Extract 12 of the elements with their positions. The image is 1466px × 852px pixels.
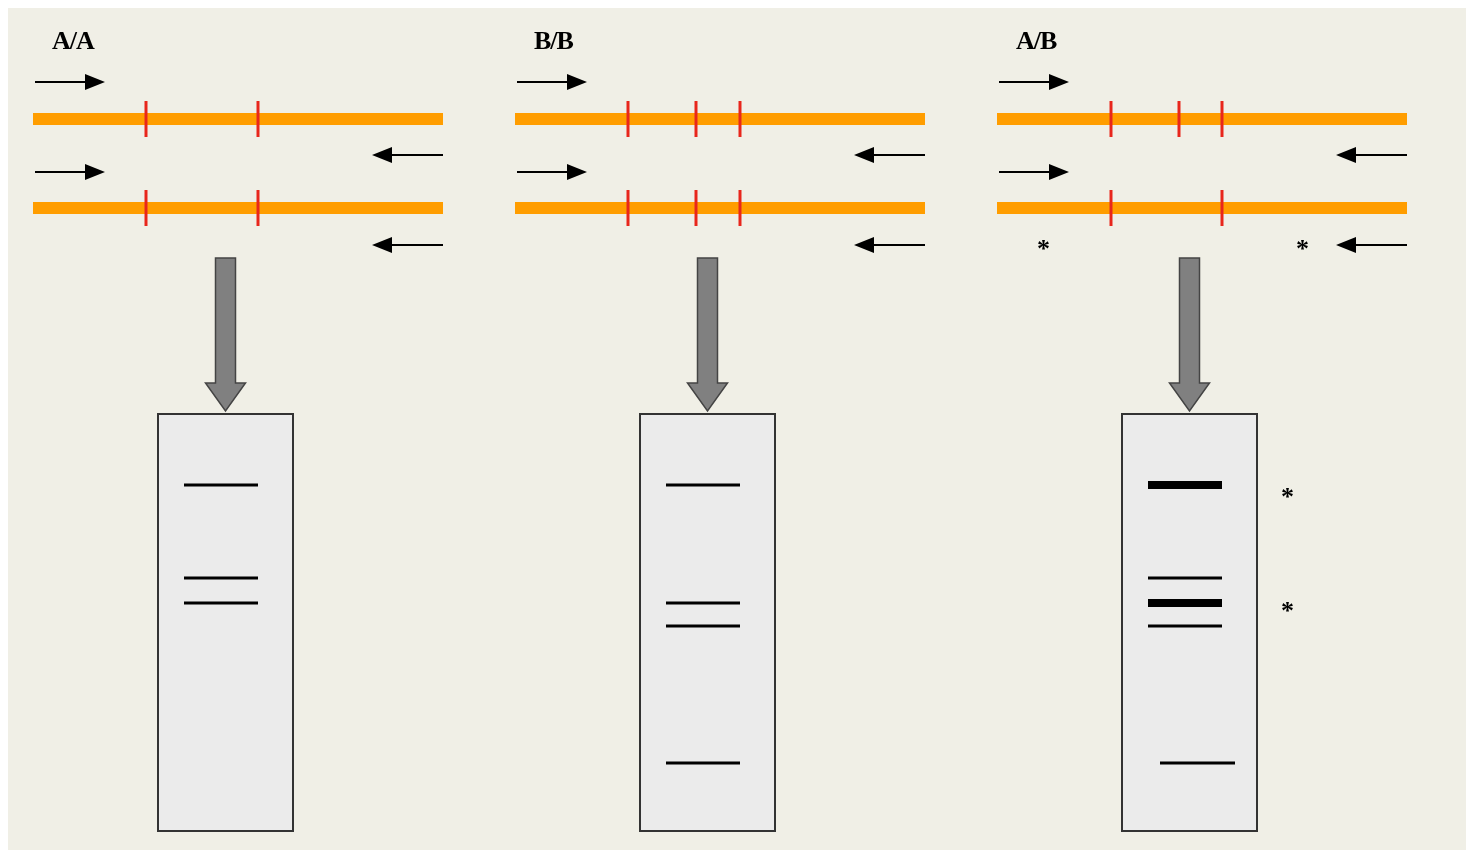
asterisk-mark: * — [1281, 484, 1294, 510]
block-arrow — [686, 257, 729, 413]
gel-lane — [157, 413, 294, 832]
genotype-label: A/A — [52, 26, 94, 56]
asterisk-mark: * — [1296, 236, 1309, 262]
block-arrow — [1168, 257, 1211, 413]
asterisk-mark: * — [1281, 598, 1294, 624]
genotype-label: A/B — [1016, 26, 1057, 56]
block-arrow — [204, 257, 247, 413]
gel-lane — [639, 413, 776, 832]
genotype-label: B/B — [534, 26, 573, 56]
asterisk-mark: * — [1037, 236, 1050, 262]
